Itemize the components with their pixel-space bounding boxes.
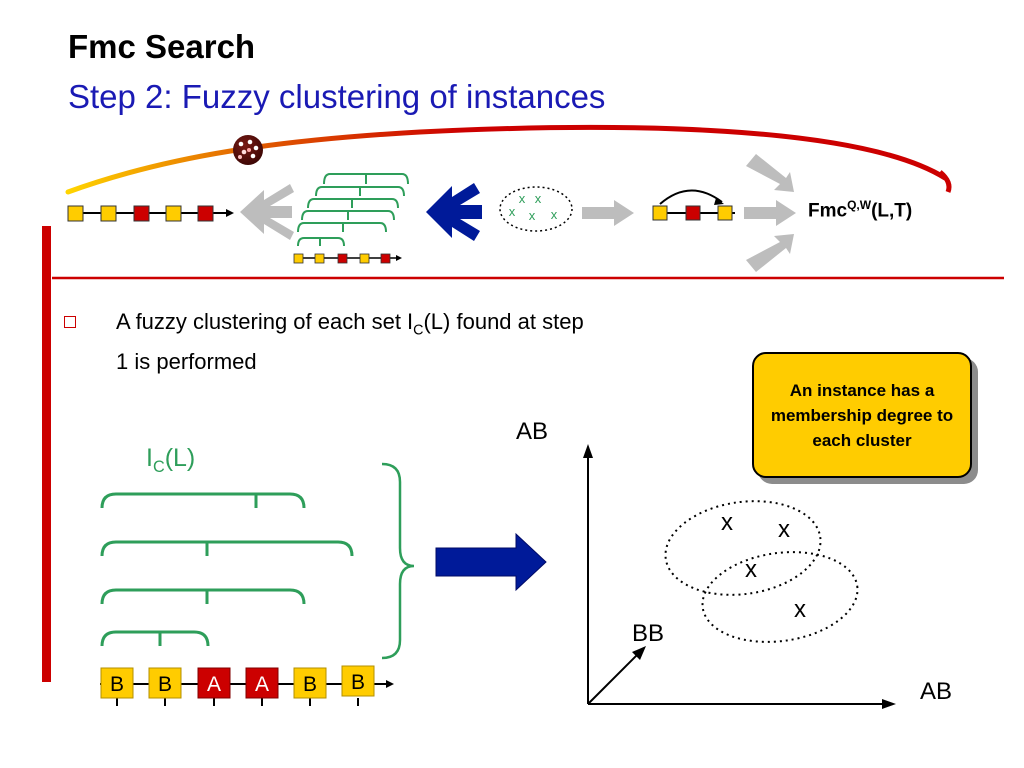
seq-box: [341, 665, 375, 697]
plot-point: x: [745, 556, 757, 583]
brace-3: [100, 588, 306, 605]
plot-point: x: [794, 596, 806, 623]
decorative-arc: [65, 124, 948, 195]
membership-callout: An instance has a membership degree to e…: [752, 352, 972, 478]
pipeline-x-mark: x: [535, 191, 542, 206]
plot-axes: [587, 454, 884, 705]
seq-letter: B: [303, 673, 317, 696]
big-navy-arrow-icon: [435, 532, 547, 592]
brace-set: [100, 462, 415, 660]
cluster-ellipse-2: [701, 551, 859, 643]
seq-letter: A: [207, 673, 221, 696]
seq-box: [197, 667, 231, 699]
right-curly-brace: [381, 462, 415, 660]
seq-box: [148, 667, 182, 699]
pipeline-x-mark: x: [529, 208, 536, 223]
left-accent-bar: [42, 226, 51, 682]
brace-4: [100, 630, 210, 647]
seq-box: [245, 667, 279, 699]
plot-point: x: [721, 509, 733, 536]
slide-title: Fmc Search: [68, 28, 256, 65]
seq-letter: B: [158, 673, 172, 696]
three-way-arrow-icon: [744, 154, 796, 272]
pipeline-x-mark: x: [551, 207, 558, 222]
letter-sequence: B B A A B B: [100, 665, 394, 706]
x-axis-label: AB: [920, 678, 953, 705]
small-sequence: [293, 253, 402, 264]
seq-letter: B: [110, 673, 124, 696]
slide-subtitle: Step 2: Fuzzy clustering of instances: [68, 78, 606, 115]
y-axis-label: AB: [516, 418, 549, 445]
bullet-text: A fuzzy clustering of each set IC(L) fou…: [116, 309, 584, 375]
seq-box: [293, 667, 327, 699]
gray-split-arrow-icon: [240, 184, 294, 240]
plot-point: x: [778, 516, 790, 543]
cluster-ellipse-small: [499, 186, 573, 232]
y-axis-arrowhead: [583, 444, 593, 458]
brace-set-label: IC(L): [146, 444, 196, 476]
bullet-square-icon: [64, 316, 76, 328]
top-sequence: [67, 205, 234, 222]
ball-logo-icon: [233, 135, 263, 165]
fmc-result-label: FmcQ,W(L,T): [808, 198, 913, 222]
gray-arrow-icon: [582, 200, 634, 226]
z-axis-arrowhead: [632, 646, 646, 660]
pipeline-x-mark: x: [519, 191, 526, 206]
small-brace-stack: [297, 173, 409, 247]
brace-1: [100, 492, 306, 509]
seq-letter: A: [255, 673, 269, 696]
x-axis-arrowhead: [882, 699, 896, 709]
pipeline-x-mark: x: [509, 204, 516, 219]
navy-split-arrow-icon: [426, 183, 482, 241]
seq-letter: B: [351, 671, 365, 694]
z-axis-label: BB: [632, 620, 665, 647]
arc-end-hook: [938, 170, 952, 193]
pattern-icon: [652, 189, 735, 221]
brace-2: [100, 540, 354, 557]
seq-box: [100, 667, 134, 699]
cluster-ellipse-1: [664, 500, 822, 596]
